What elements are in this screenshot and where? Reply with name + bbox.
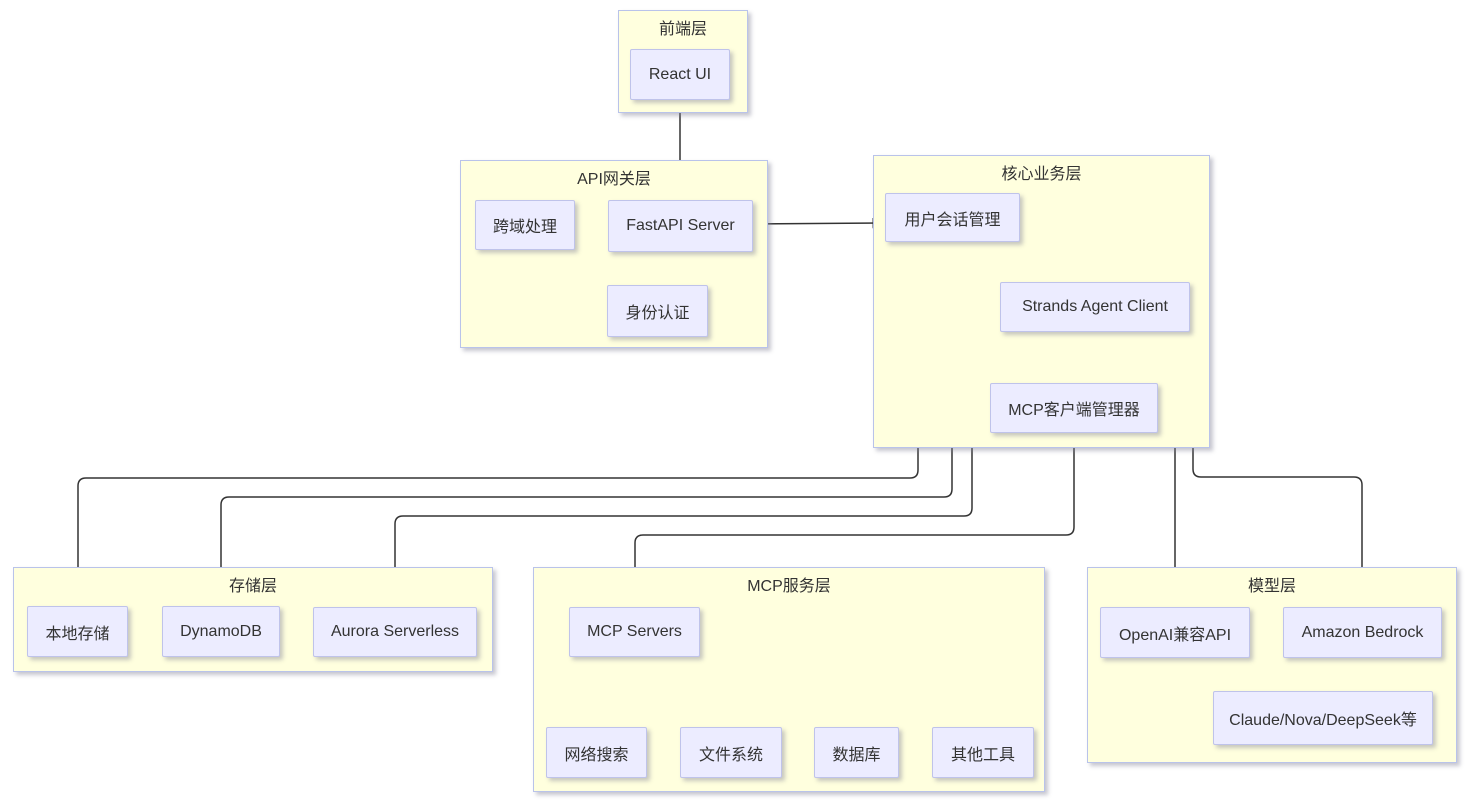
node-strands-agent-client: Strands Agent Client — [1000, 282, 1190, 332]
node-openai-compatible-api: OpenAI兼容API — [1100, 607, 1250, 658]
layer-storage-title: 存储层 — [228, 578, 277, 595]
node-web-search: 网络搜索 — [546, 727, 647, 778]
node-amazon-bedrock: Amazon Bedrock — [1283, 607, 1442, 658]
node-cross-domain: 跨域处理 — [475, 200, 575, 250]
node-file-system: 文件系统 — [680, 727, 782, 778]
edge-fastapi-to-session — [752, 217, 884, 229]
node-other-tools: 其他工具 — [932, 727, 1034, 778]
layer-core-business-title: 核心业务层 — [1001, 166, 1082, 183]
node-fastapi-server: FastAPI Server — [608, 200, 753, 252]
layer-frontend-title: 前端层 — [658, 21, 707, 38]
node-database: 数据库 — [814, 727, 899, 778]
layer-api-gateway-title: API网关层 — [577, 171, 651, 188]
edge-mcp-client-mgr-to-mcp-servers — [629, 433, 1075, 606]
node-mcp-client-manager: MCP客户端管理器 — [990, 383, 1158, 433]
node-session-management: 用户会话管理 — [885, 193, 1020, 242]
node-aurora-serverless: Aurora Serverless — [313, 607, 477, 657]
node-claude-nova-deepseek: Claude/Nova/DeepSeek等 — [1213, 691, 1433, 745]
node-local-storage: 本地存储 — [27, 606, 128, 657]
edge-session-to-dynamodb — [215, 242, 953, 605]
edge-session-to-local-storage — [72, 242, 919, 605]
node-dynamodb: DynamoDB — [162, 606, 280, 657]
node-react-ui: React UI — [630, 49, 730, 100]
node-mcp-servers: MCP Servers — [569, 607, 700, 657]
layer-mcp-services-title: MCP服务层 — [747, 578, 831, 595]
layer-model-title: 模型层 — [1247, 578, 1296, 595]
node-auth: 身份认证 — [607, 285, 708, 337]
